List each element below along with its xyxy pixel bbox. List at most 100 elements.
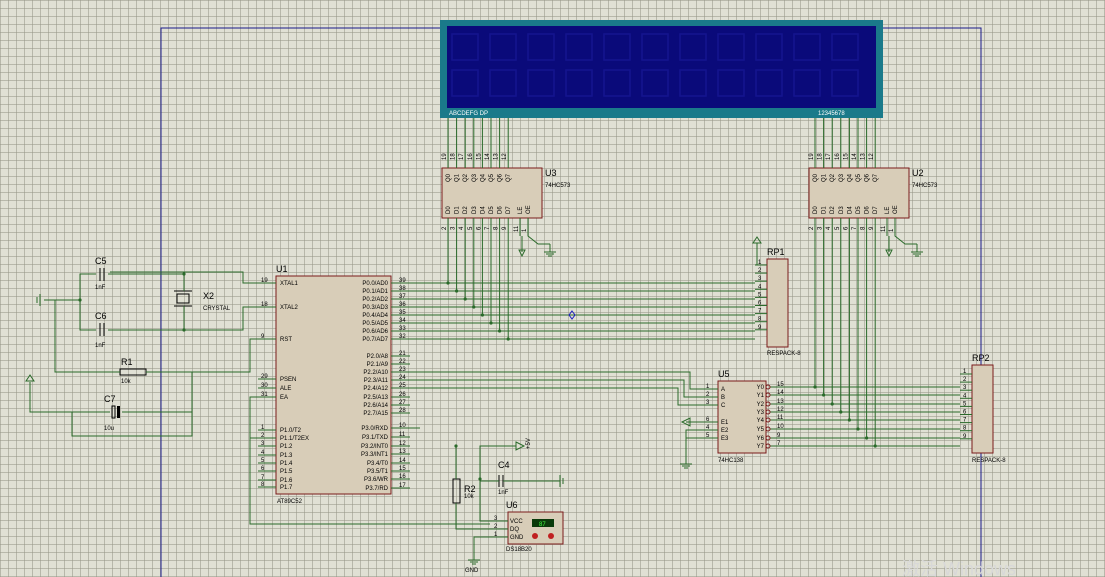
- u3-pin-number: 18: [451, 153, 457, 160]
- u2-pin-number: 4: [826, 226, 832, 230]
- u1-pin-label: P1.5: [280, 469, 293, 475]
- u2-pin-label: D3: [839, 206, 845, 214]
- u1-pin-label: P0.7/AD7: [362, 337, 388, 343]
- u1-pin-number: 28: [399, 408, 406, 414]
- u6-increase-button[interactable]: [548, 533, 554, 539]
- display-digit: [831, 33, 859, 61]
- u1-pin-label: P3.2/INT0: [361, 444, 389, 450]
- u1-pin-label: P0.4/AD4: [362, 313, 388, 319]
- display-digit: [717, 33, 745, 61]
- u1-pin-number: 36: [399, 302, 406, 308]
- c4-ref: C4: [498, 460, 510, 470]
- rp1-pin-number: 6: [758, 301, 762, 307]
- display-digit: [451, 33, 479, 61]
- rp1-respack-body[interactable]: [766, 258, 789, 348]
- u2-pin-label: Q4: [847, 173, 853, 182]
- rp2-pin-number: 5: [963, 401, 967, 407]
- u6-pin-number: 3: [494, 516, 498, 522]
- rp2-respack-body[interactable]: [971, 364, 994, 454]
- u3-pin-number: 9: [502, 226, 508, 230]
- u2-latch-body[interactable]: [808, 167, 910, 219]
- display-digit: [565, 69, 593, 97]
- u1-pin-number: 30: [261, 383, 268, 389]
- u1-pin-number: 4: [261, 450, 265, 456]
- u6-pin-label: GND: [510, 535, 524, 541]
- u5-decoder-body[interactable]: [717, 380, 767, 454]
- u3-pin-label: Q0: [446, 173, 452, 182]
- u5-pin-label: Y1: [757, 393, 765, 399]
- x2-crystal[interactable]: [176, 293, 190, 304]
- rp2-pin-number: 9: [963, 434, 967, 440]
- u1-mcu-body[interactable]: [275, 275, 392, 495]
- u1-pin-number: 14: [399, 458, 406, 464]
- u3-pin-number: 13: [494, 153, 500, 160]
- u1-pin-label: P1.3: [280, 453, 293, 459]
- u1-pin-number: 5: [261, 458, 265, 464]
- c5-ref: C5: [95, 256, 107, 266]
- u2-pin-number: 9: [869, 226, 875, 230]
- rp2-pin-number: 6: [963, 410, 967, 416]
- display-digit: [451, 69, 479, 97]
- u1-pin-number: 13: [399, 449, 406, 455]
- u5-pin-number: 2: [706, 392, 710, 398]
- u1-pin-label: P0.1/AD1: [362, 289, 388, 295]
- u2-pin-label: Q7: [873, 173, 879, 182]
- u5-pin-label: Y3: [757, 410, 765, 416]
- rp1-pin-number: 8: [758, 317, 762, 323]
- u5-pin-label: E3: [721, 436, 729, 442]
- u3-pin-number: 5: [468, 226, 474, 230]
- c4-value: 1nF: [498, 490, 509, 496]
- u5-pin-label: E1: [721, 420, 729, 426]
- u1-pin-label: P2.6/A14: [363, 403, 388, 409]
- u1-pin-label: XTAL1: [280, 281, 299, 287]
- rp1-pin-number: 2: [758, 268, 762, 274]
- u6-decrease-button[interactable]: [532, 533, 538, 539]
- u1-pin-label: P1.1/T2EX: [280, 436, 309, 442]
- u1-pin-label: P0.6/AD6: [362, 329, 388, 335]
- u2-pin-label: Q3: [839, 173, 845, 182]
- rp1-ref: RP1: [767, 247, 785, 257]
- u2-ref: U2: [912, 168, 924, 178]
- u1-pin-number: 29: [261, 374, 268, 380]
- u6-pin-number: 1: [494, 532, 498, 538]
- u2-pin-label: D6: [865, 206, 871, 214]
- u2-latch[interactable]: U274HC57319Q0D0218Q1D1317Q2D2416Q3D3515Q…: [808, 118, 938, 258]
- r2-resistor[interactable]: [452, 478, 461, 504]
- u1-pin-label: RST: [280, 337, 292, 343]
- vcc-label: +5V: [526, 438, 532, 449]
- u1-pin-number: 1: [261, 425, 265, 431]
- u1-pin-number: 17: [399, 483, 406, 489]
- u2-pin-label: D2: [830, 206, 836, 214]
- u1-pin-label: P3.1/TXD: [362, 435, 389, 441]
- u5-pin-number: 5: [706, 433, 710, 439]
- u3-latch-body[interactable]: [441, 167, 543, 219]
- u3-pin-number: 19: [442, 153, 448, 160]
- junction: [182, 272, 186, 276]
- u1-pin-number: 21: [399, 351, 406, 357]
- c7-value: 10u: [104, 426, 114, 432]
- u2-pin-label: Q5: [856, 173, 862, 182]
- u1-pin-label: P2.2/A10: [363, 370, 388, 376]
- rp2-pin-number: 1: [963, 369, 967, 375]
- u1-pin-label: P3.3/INT1: [361, 452, 389, 458]
- rp2-pin-number: 3: [963, 385, 967, 391]
- rp1-pin-number: 3: [758, 276, 762, 282]
- display-digit: [831, 69, 859, 97]
- u2-pin-label: D4: [847, 206, 853, 214]
- r1-resistor[interactable]: [119, 368, 147, 376]
- x2-value: CRYSTAL: [203, 306, 231, 312]
- u1-pin-label: P2.1/A9: [367, 362, 389, 368]
- u3-ctrl-label: OE: [526, 205, 532, 214]
- u6-ref: U6: [506, 500, 518, 510]
- c7-capacitor[interactable]: [111, 405, 116, 419]
- ground-symbol: [911, 244, 923, 257]
- u3-latch[interactable]: U374HC57319Q0D0218Q1D1317Q2D2416Q3D3515Q…: [441, 118, 571, 258]
- u2-pin-label: Q6: [865, 173, 871, 182]
- u5-pin-label: Y7: [757, 444, 765, 450]
- u1-pin-number: 33: [399, 326, 406, 332]
- probe-marker[interactable]: [568, 310, 576, 320]
- u3-pin-number: 17: [459, 153, 465, 160]
- display-screen: [447, 26, 876, 108]
